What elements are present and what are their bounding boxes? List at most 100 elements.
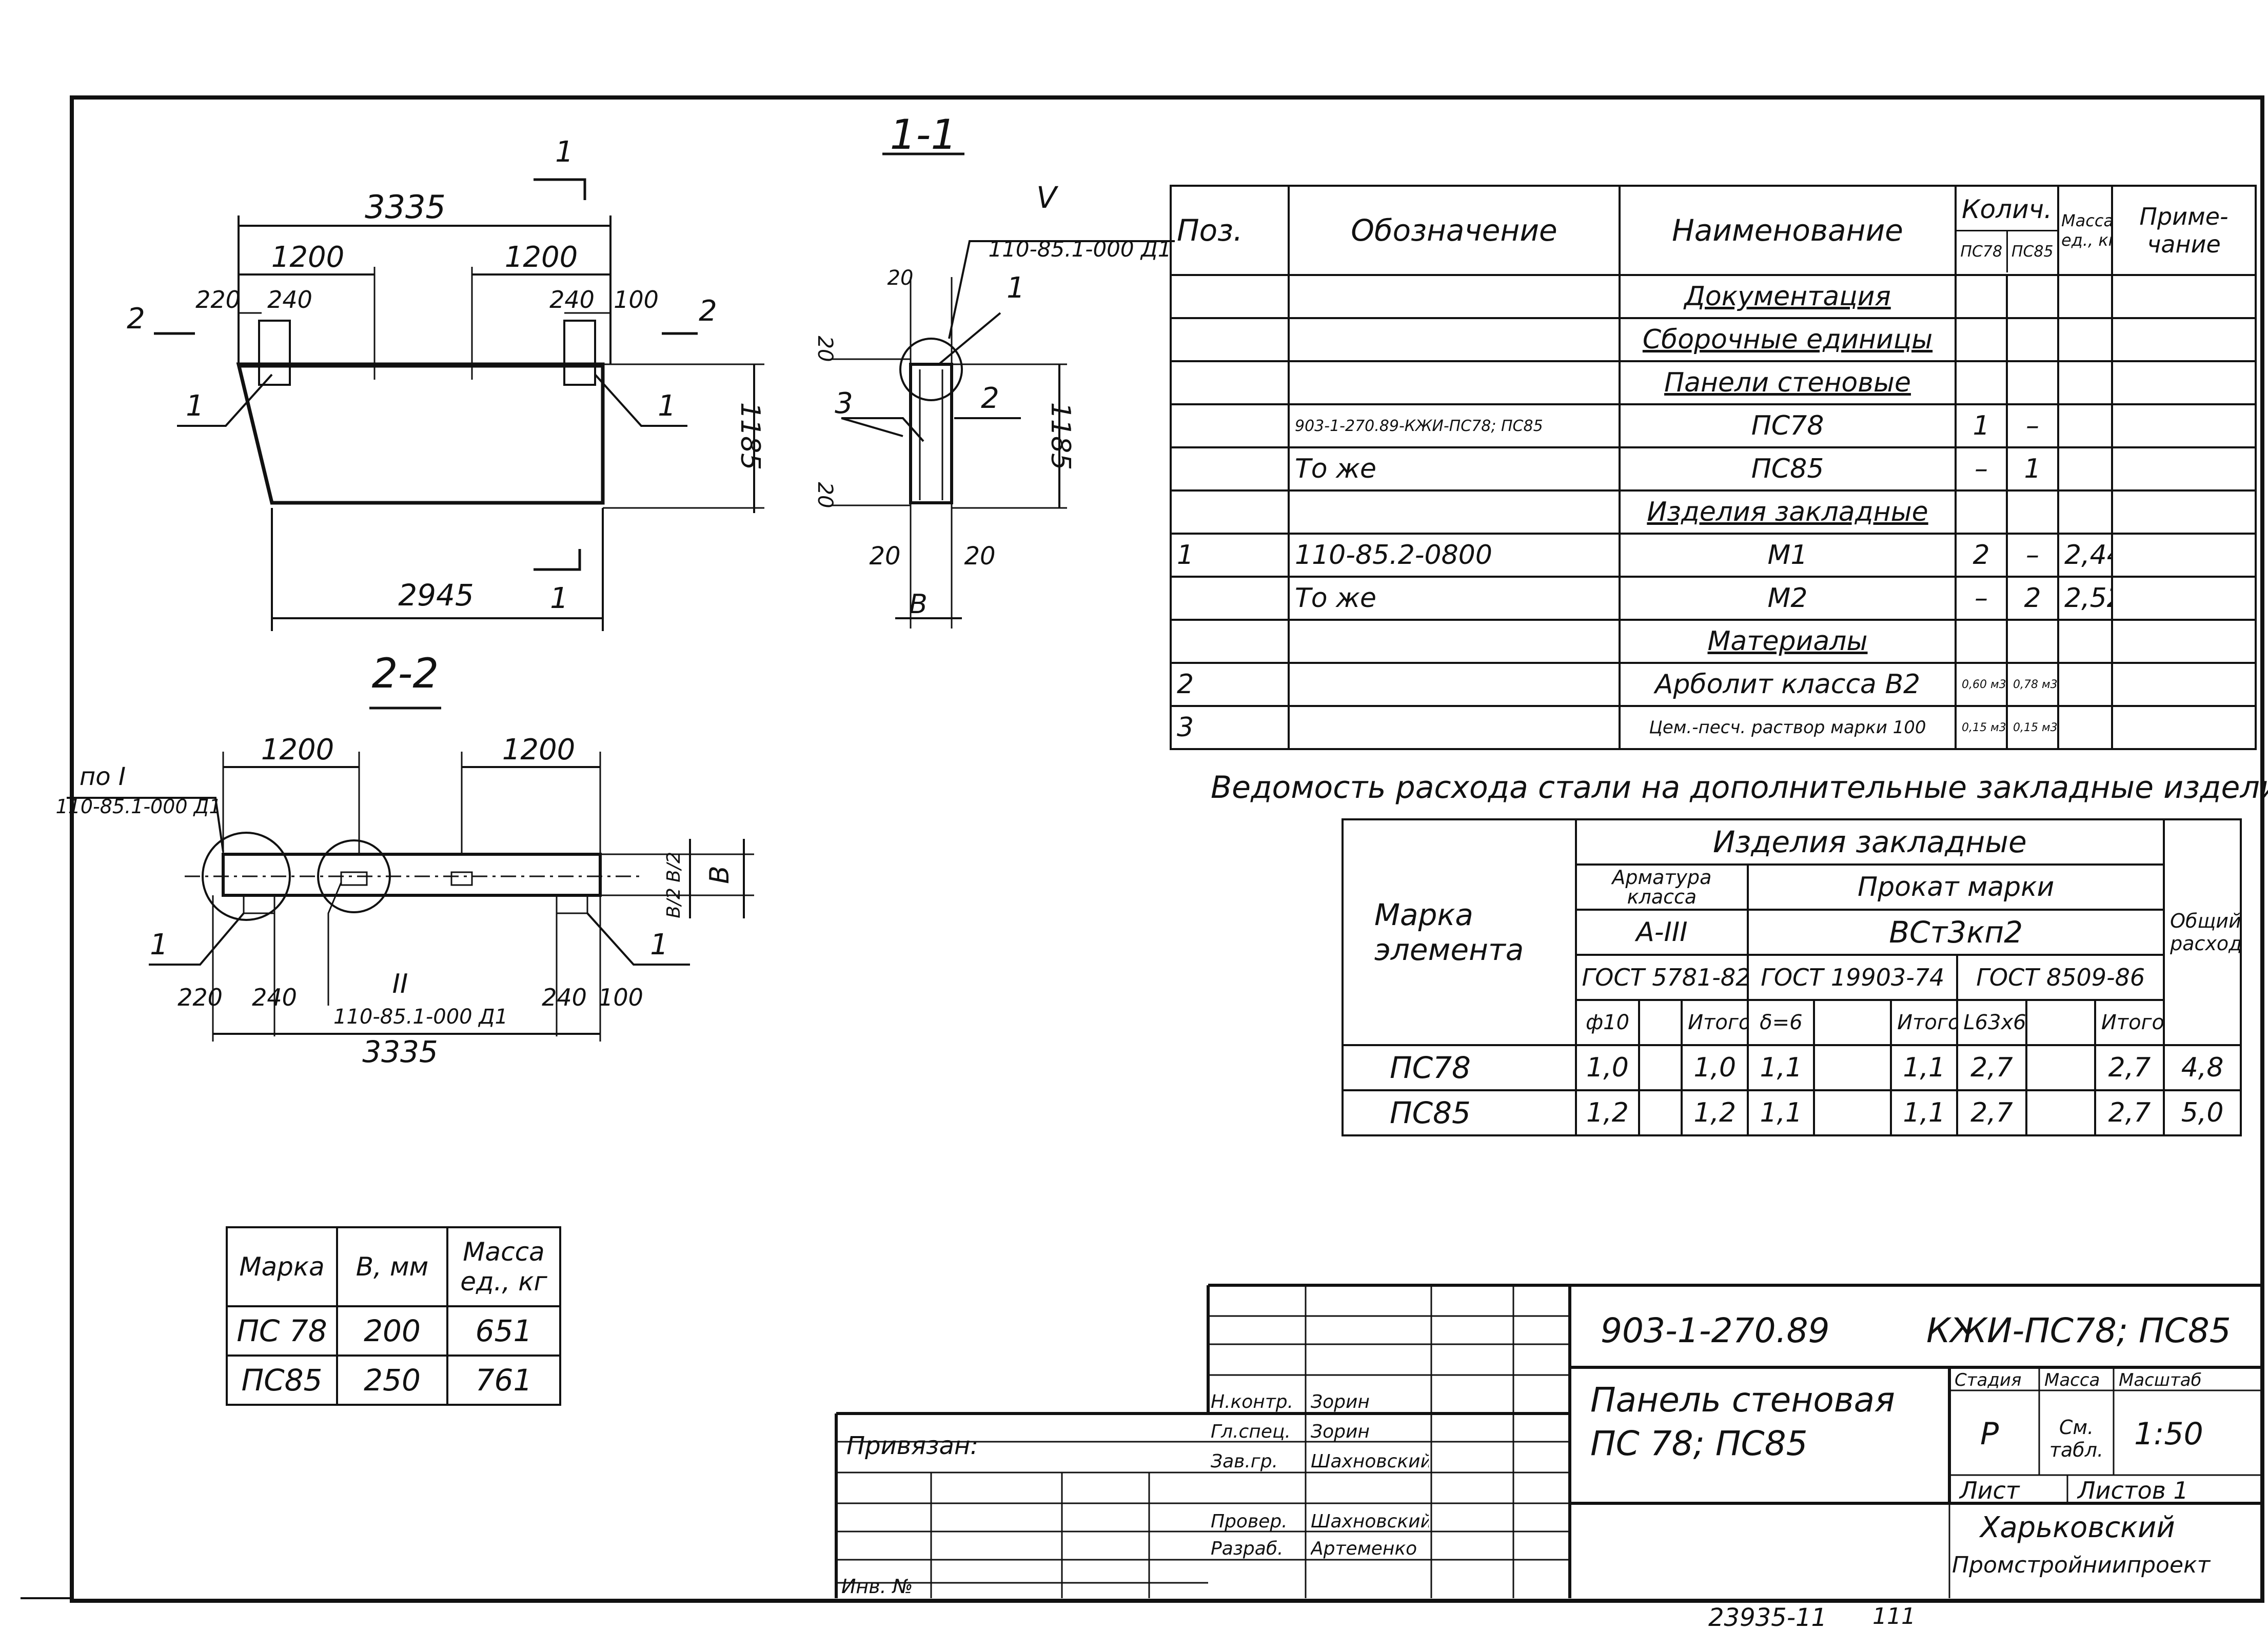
spec-cell-note [2111, 576, 2257, 621]
steel-consumption-table: Марка элемента Изделия закладные Общий р… [1342, 818, 2242, 1136]
steel-cell-value: 1,0 [1681, 1044, 1749, 1091]
spec-cell-name: Арболит класса В2 [1619, 662, 1957, 707]
spec-cell-qty-pc78: 0,15 м3 [1955, 705, 2008, 750]
steel-cell-total: 4,8 [2163, 1044, 2242, 1091]
spec-cell-qty-pc78 [1955, 360, 2008, 405]
steel-cell-total: 5,0 [2163, 1089, 2242, 1136]
spec-cell-qty-pc85 [2005, 360, 2060, 405]
section-2-2-dim-100: 100 [598, 984, 643, 1011]
section-2-2-overall: 3335 [362, 1034, 438, 1069]
title-block-org-line2: Промстройниипроект [1952, 1552, 2211, 1578]
steel-cell-value: 1,1 [1890, 1089, 1959, 1136]
section-2-2-dim-220: 220 [178, 984, 223, 1011]
footer-number: 23935-11 [1708, 1603, 1827, 1632]
spec-cell-mass [2057, 317, 2114, 362]
steel-header-rebar: Арматура класса [1574, 863, 1749, 911]
spec-cell-note [2111, 662, 2257, 707]
spec-cell-qty-pc85: 1 [2005, 446, 2060, 492]
spec-cell-qty-pc78: 0,60 м3 [1955, 662, 2008, 707]
steel-cell-value [2025, 1089, 2096, 1136]
spec-cell-designation [1288, 317, 1621, 362]
spec-cell-designation [1288, 619, 1621, 664]
spec-cell-qty-pc85 [2005, 619, 2060, 664]
dim-20-c: 20 [869, 542, 900, 571]
spec-header-row: Поз. Обозначение Наименование Колич. ПС7… [1170, 185, 2257, 276]
spec-header-note-line1: Приме- [2139, 203, 2228, 230]
section-pos-1: 1 [1007, 271, 1025, 305]
spec-cell-name: Панели стеновые [1619, 360, 1957, 405]
spec-header-qty-label: Колич. [1958, 189, 2057, 231]
spec-cell-note [2111, 619, 2257, 664]
spec-header-mass-label: Масса [2061, 211, 2113, 230]
mass-cell: ПС85 [226, 1354, 338, 1406]
dim-b-full: B [704, 866, 735, 884]
steel-cell-mark: ПС78 [1342, 1044, 1577, 1091]
position-left: 1 [186, 389, 204, 423]
spec-cell-qty-pc85: – [2005, 533, 2060, 578]
steel-subheader-cell: Итого [1681, 999, 1749, 1046]
specification-table: Поз. Обозначение Наименование Колич. ПС7… [1170, 185, 2257, 750]
spec-cell-pos [1170, 489, 1290, 535]
steel-gost-2: ГОСТ 19903-74 [1747, 954, 1959, 1001]
section-pos-3: 3 [835, 387, 853, 420]
dim-height: 1185 [735, 402, 765, 470]
title-block-privyazan: Привязан: [846, 1431, 979, 1460]
spec-cell-pos [1170, 403, 1290, 448]
title-block-scale-label: Масштаб [2119, 1370, 2202, 1390]
signature-name: Шахновский [1311, 1511, 1429, 1532]
title-block-title-line1: Панель стеновая [1590, 1380, 1895, 1420]
steel-header-mark: Марка элемента [1342, 818, 1577, 1046]
spec-cell-mass: 2,52 [2057, 576, 2114, 621]
cut-mark-top: 1 [555, 135, 574, 169]
dim-bottom-length: 2945 [398, 578, 474, 613]
steel-subheader-cell [1638, 999, 1683, 1046]
spec-header-pos: Поз. [1170, 185, 1290, 276]
spec-row: Сборочные единицы [1170, 317, 2257, 362]
spec-cell-designation [1288, 274, 1621, 319]
section-1-1 [831, 152, 1175, 629]
steel-subheader-cell: Итого [1890, 999, 1959, 1046]
dim-20-b: 20 [813, 482, 837, 508]
dim-100: 100 [614, 286, 659, 313]
spec-cell-mass [2057, 619, 2114, 664]
spec-cell-qty-pc78 [1955, 619, 2008, 664]
spec-header-mass: Масса ед., кг [2057, 185, 2114, 276]
steel-cell-value [1813, 1044, 1892, 1091]
spec-cell-qty-pc78: – [1955, 446, 2008, 492]
spec-cell-note [2111, 403, 2257, 448]
title-block-grid [835, 1284, 2262, 1598]
steel-subheader-cell: L63х6 [1956, 999, 2027, 1046]
steel-rolled-grade: ВСт3кп2 [1747, 909, 2165, 956]
steel-cell-mark: ПС85 [1342, 1089, 1577, 1136]
spec-header-note: Приме- чание [2111, 185, 2257, 276]
mass-header-cell: Масса ед., кг [446, 1226, 561, 1307]
steel-header-rolled: Прокат марки [1747, 863, 2165, 911]
title-block-stage: Р [1980, 1416, 1999, 1452]
section-2-2-pos-right: 1 [650, 928, 668, 961]
spec-cell-qty-pc85 [2005, 317, 2060, 362]
steel-cell-value: 2,7 [2094, 1044, 2165, 1091]
spec-cell-name: ПС85 [1619, 446, 1957, 492]
steel-header-row-3: A-III ВСт3кп2 [1343, 909, 2241, 956]
steel-gost-3: ГОСТ 8509-86 [1956, 954, 2165, 1001]
spec-cell-designation [1288, 360, 1621, 405]
dim-240-left: 240 [267, 286, 312, 313]
steel-cell-value: 2,7 [1956, 1089, 2027, 1136]
spec-cell-pos [1170, 274, 1290, 319]
spec-cell-note [2111, 360, 2257, 405]
title-block-sheet-label: Лист [1960, 1477, 2020, 1504]
title-block-mass-label: Масса [2044, 1370, 2100, 1390]
dim-right-half: 1200 [505, 241, 578, 274]
dim-240-right: 240 [549, 286, 595, 313]
mass-cell: 651 [446, 1305, 561, 1357]
dim-left-half: 1200 [271, 241, 345, 274]
dim-20-d: 20 [964, 542, 995, 571]
spec-cell-qty-pc85: 0,78 м3 [2005, 662, 2060, 707]
title-block-title-line2: ПС 78; ПС85 [1590, 1424, 1808, 1463]
